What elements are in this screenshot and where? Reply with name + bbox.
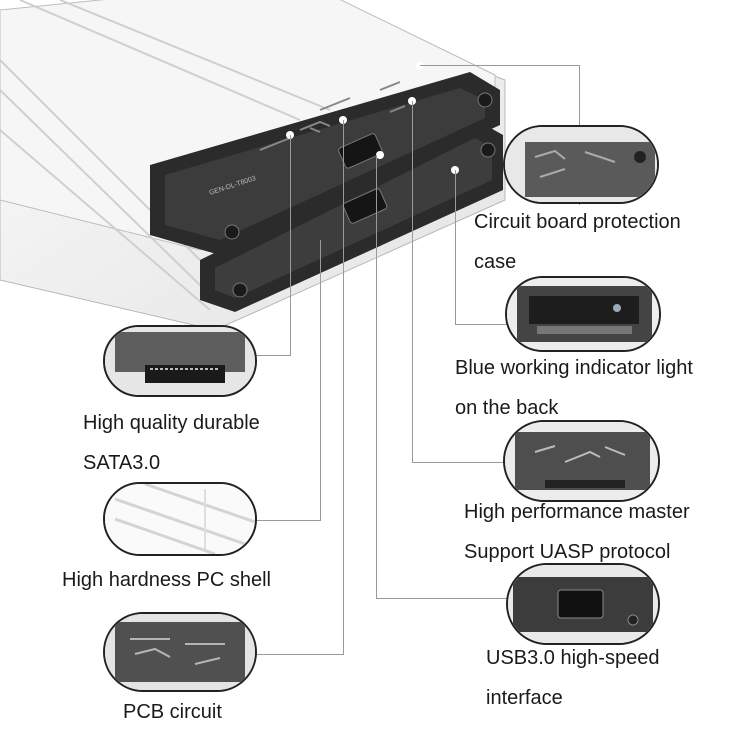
leader-sata-v	[290, 135, 291, 355]
pc-shell-detail-image	[105, 484, 255, 554]
screw-3	[232, 282, 248, 298]
leader-usb-v	[376, 155, 377, 599]
callout-sata: High quality durable SATA3.0	[83, 403, 260, 483]
leader-master-h	[412, 462, 507, 463]
callout-pcb-line1: PCB circuit	[123, 701, 222, 723]
callout-pc-shell-line1: High hardness PC shell	[62, 569, 271, 591]
callout-master: High performance master Support UASP pro…	[464, 492, 690, 572]
leader-shell-v	[320, 240, 321, 520]
master-detail-image	[505, 422, 658, 500]
shell-edge-lines	[0, 0, 331, 311]
usb-port-top	[338, 133, 383, 169]
callout-pc-shell: High hardness PC shell	[62, 560, 271, 600]
detail-indicator-light	[505, 276, 661, 352]
highlight-dot-1	[416, 62, 424, 70]
endcap-top-inner	[165, 88, 485, 240]
leader-pcb-h	[250, 654, 344, 655]
enclosure-illustration: GEN-DL-T8003	[0, 0, 506, 330]
callout-usb-line2: interface	[486, 687, 563, 709]
leader-sata-h	[250, 355, 291, 356]
leader-shell-h	[255, 520, 321, 521]
leader-indicator-h	[455, 324, 510, 325]
callout-usb-line1: USB3.0 high-speed	[486, 647, 660, 669]
screw-4	[480, 142, 496, 158]
leader-circuit-h	[420, 65, 580, 66]
screw-2	[477, 92, 493, 108]
detail-pcb	[103, 612, 257, 692]
callout-sata-line1: High quality durable	[83, 412, 260, 434]
highlight-dot-5	[376, 151, 384, 159]
callout-master-line1: High performance master	[464, 501, 690, 523]
circuit-board-detail-image	[505, 127, 657, 202]
usb-detail-image	[508, 565, 658, 643]
leader-usb-h	[376, 598, 508, 599]
leader-pcb-v	[343, 120, 344, 655]
detail-circuit-board	[503, 125, 659, 204]
callout-pcb: PCB circuit	[123, 692, 222, 732]
callout-master-line2: Support UASP protocol	[464, 541, 671, 563]
detail-sata	[103, 325, 257, 397]
callout-blue-indicator-line1: Blue working indicator light	[455, 357, 693, 379]
callout-circuit-board-line1: Circuit board protection	[474, 211, 681, 233]
callout-blue-indicator: Blue working indicator light on the back	[455, 348, 693, 428]
callout-blue-indicator-line2: on the back	[455, 397, 559, 419]
sata-detail-image	[105, 327, 255, 395]
usb-port-bottom	[342, 188, 388, 224]
indicator-detail-image	[507, 278, 659, 350]
screw-1	[224, 224, 240, 240]
detail-pc-shell	[103, 482, 257, 556]
pcb-traces	[259, 81, 406, 151]
detail-master	[503, 420, 660, 502]
pcb-detail-image	[105, 614, 255, 690]
detail-usb	[506, 563, 660, 645]
callout-usb: USB3.0 high-speed interface	[486, 638, 659, 718]
callout-circuit-board: Circuit board protection case	[474, 202, 681, 282]
callout-circuit-board-line2: case	[474, 251, 517, 273]
leader-indicator-v	[455, 170, 456, 325]
callout-sata-line2: SATA3.0	[83, 452, 161, 474]
leader-master-v	[412, 101, 413, 463]
